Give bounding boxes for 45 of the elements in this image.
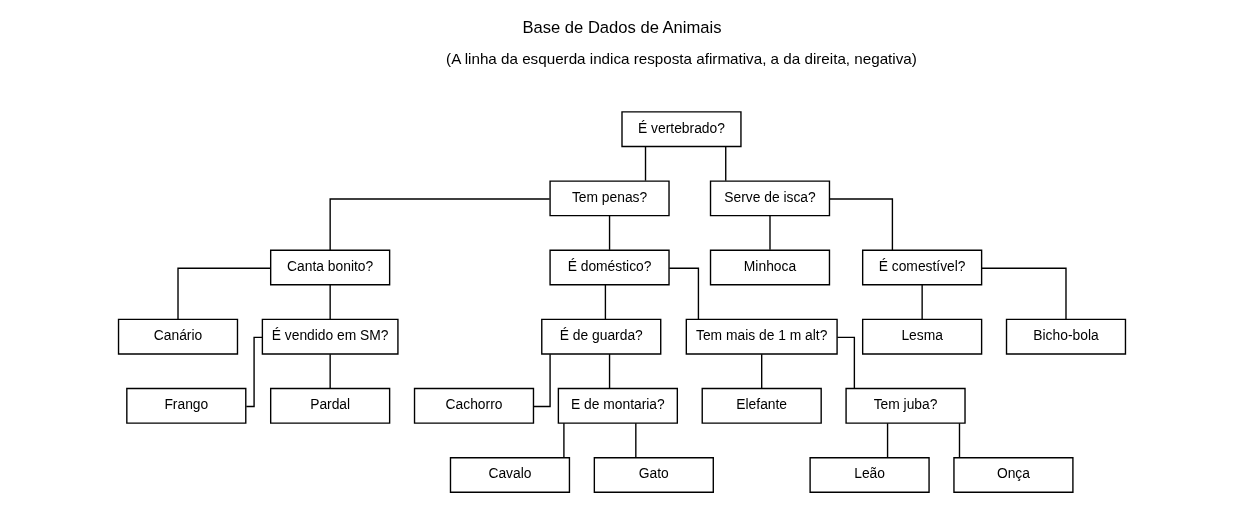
- node-box: Leão: [809, 457, 930, 493]
- node-box: Tem mais de 1 m alt?: [685, 318, 838, 355]
- node-box: Elefante: [701, 387, 822, 424]
- node-box: Serve de isca?: [709, 180, 831, 217]
- connector: [635, 422, 637, 458]
- node-box: É vendido em SM?: [261, 318, 399, 355]
- node-box: Canta bonito?: [270, 249, 391, 286]
- connector: [725, 145, 727, 182]
- node-box: É de guarda?: [541, 318, 662, 355]
- node-box: Minhoca: [709, 249, 831, 286]
- node-box: E de montaria?: [557, 387, 679, 424]
- node-box: É comestível?: [861, 249, 983, 286]
- connector: [608, 353, 611, 389]
- label: (A linha da esquerda indica resposta afirmativa, a da direita, negativa): [446, 49, 917, 67]
- connector: [668, 267, 700, 320]
- node-box: É doméstico?: [549, 249, 670, 286]
- node-box: É vertebrado?: [621, 111, 742, 148]
- connector: [329, 284, 331, 320]
- node-box: Cachorro: [413, 387, 535, 424]
- node-box: Frango: [126, 387, 247, 424]
- connector: [177, 267, 272, 320]
- connector: [644, 145, 647, 182]
- connector: [761, 353, 763, 389]
- connector: [608, 215, 611, 251]
- node-box: Gato: [593, 457, 714, 493]
- connector: [329, 198, 551, 251]
- node-box: Lesma: [861, 318, 983, 355]
- connector: [921, 284, 923, 320]
- connector: [329, 353, 331, 389]
- node-box: Pardal: [270, 387, 391, 424]
- node-box: Canário: [117, 318, 239, 355]
- node-box: Onça: [953, 457, 1074, 493]
- node-box: Tem penas?: [549, 180, 670, 217]
- connector: [981, 267, 1067, 320]
- connector: [829, 198, 894, 251]
- connector: [769, 215, 771, 251]
- diagram-title: Base de Dados de Animais: [522, 17, 722, 37]
- node-box: Bicho-bola: [1005, 318, 1127, 355]
- connector: [604, 284, 607, 320]
- connector: [958, 422, 961, 458]
- node-box: Tem juba?: [845, 387, 966, 424]
- connector: [886, 422, 889, 458]
- connector: [245, 336, 263, 408]
- connector: [563, 422, 565, 458]
- node-box: Cavalo: [449, 457, 571, 493]
